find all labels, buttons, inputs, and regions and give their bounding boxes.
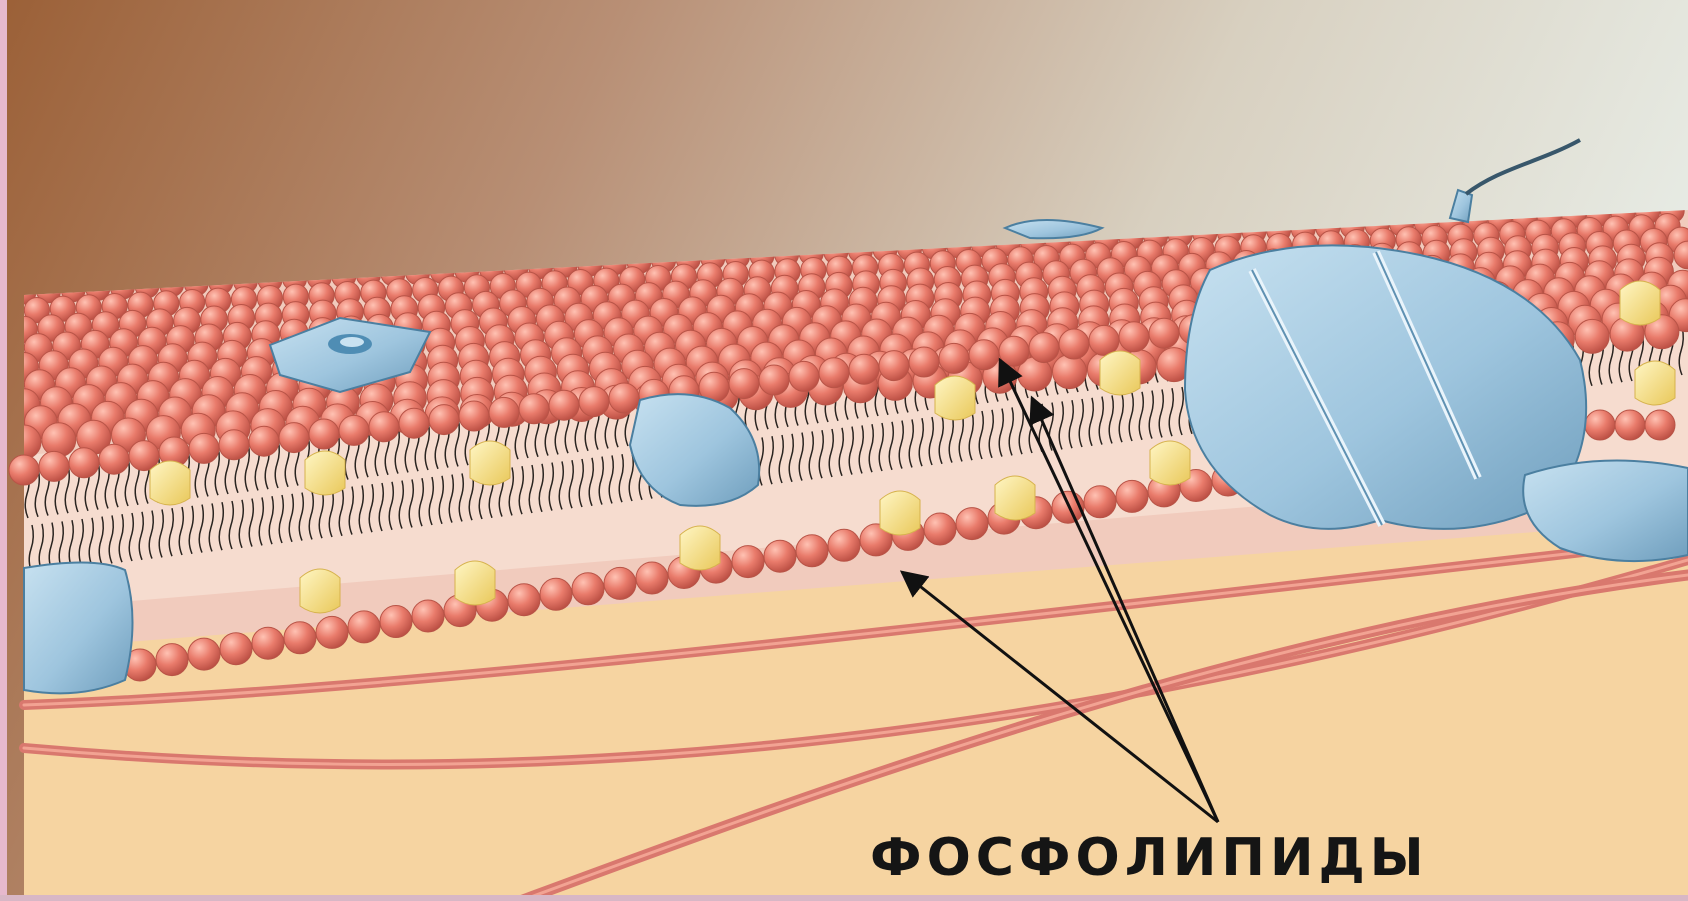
phospholipid-head	[348, 611, 380, 643]
phospholipid-head	[1645, 410, 1675, 440]
phospholipid-head	[604, 567, 636, 599]
phospholipid-head	[309, 419, 339, 449]
phospholipid-head	[189, 433, 219, 463]
phospholipid-head	[759, 365, 789, 395]
phospholipid-head	[1119, 322, 1149, 352]
phospholipid-head	[729, 369, 759, 399]
phospholipid-head	[69, 448, 99, 478]
phospholipid-head	[9, 455, 39, 485]
phospholipid-head	[39, 451, 69, 481]
phospholipid-head	[540, 578, 572, 610]
phospholipid-head	[339, 415, 369, 445]
phospholipid-head	[508, 584, 540, 616]
phospholipid-head	[732, 546, 764, 578]
phospholipid-head	[369, 412, 399, 442]
phospholipid-head	[549, 390, 579, 420]
phospholipid-head	[609, 383, 639, 413]
phospholipid-head	[819, 358, 849, 388]
phospholipid-head	[579, 387, 609, 417]
phospholipid-head	[636, 562, 668, 594]
phospholipid-head	[380, 606, 412, 638]
phospholipid-head	[909, 347, 939, 377]
bottom-border-strip	[0, 895, 1688, 901]
phospholipid-head	[1575, 319, 1609, 353]
phospholipid-head	[220, 633, 252, 665]
phospholipid-head	[42, 423, 76, 457]
phospholipid-head	[1084, 486, 1116, 518]
phospholipid-head	[156, 644, 188, 676]
phospholipid-head	[489, 397, 519, 427]
phospholipid-head	[849, 354, 879, 384]
phospholipid-head	[828, 529, 860, 561]
phospholipid-head	[796, 535, 828, 567]
phospholipid-head	[249, 426, 279, 456]
phospholipid-head	[572, 573, 604, 605]
phospholipid-head	[279, 423, 309, 453]
phospholipid-head	[939, 343, 969, 373]
phospholipid-head	[429, 405, 459, 435]
phospholipid-head	[879, 351, 909, 381]
phospholipid-head	[1053, 355, 1087, 389]
phospholipid-head	[1089, 325, 1119, 355]
phospholipid-head	[1149, 318, 1179, 348]
phospholipid-head	[1059, 329, 1089, 359]
left-border-strip	[0, 0, 7, 901]
phospholipid-head	[459, 401, 489, 431]
phospholipids-label: ФОСФОЛИПИДЫ	[870, 830, 1650, 886]
phospholipid-head	[316, 616, 348, 648]
phospholipid-head	[1116, 480, 1148, 512]
phospholipid-head	[956, 508, 988, 540]
phospholipid-head	[1029, 333, 1059, 363]
phospholipid-head	[924, 513, 956, 545]
phospholipid-head	[399, 408, 429, 438]
phospholipid-head	[1615, 410, 1645, 440]
phospholipid-head	[999, 336, 1029, 366]
phospholipid-head	[412, 600, 444, 632]
phospholipid-head	[969, 340, 999, 370]
phospholipid-head	[1585, 410, 1615, 440]
phospholipid-head	[99, 444, 129, 474]
phospholipid-head	[764, 540, 796, 572]
phospholipid-head	[219, 430, 249, 460]
phospholipid-head	[188, 638, 220, 670]
phospholipid-head	[284, 622, 316, 654]
phospholipid-head	[252, 627, 284, 659]
phospholipid-head	[519, 394, 549, 424]
phospholipid-head	[789, 361, 819, 391]
integral-protein-left	[24, 562, 133, 693]
